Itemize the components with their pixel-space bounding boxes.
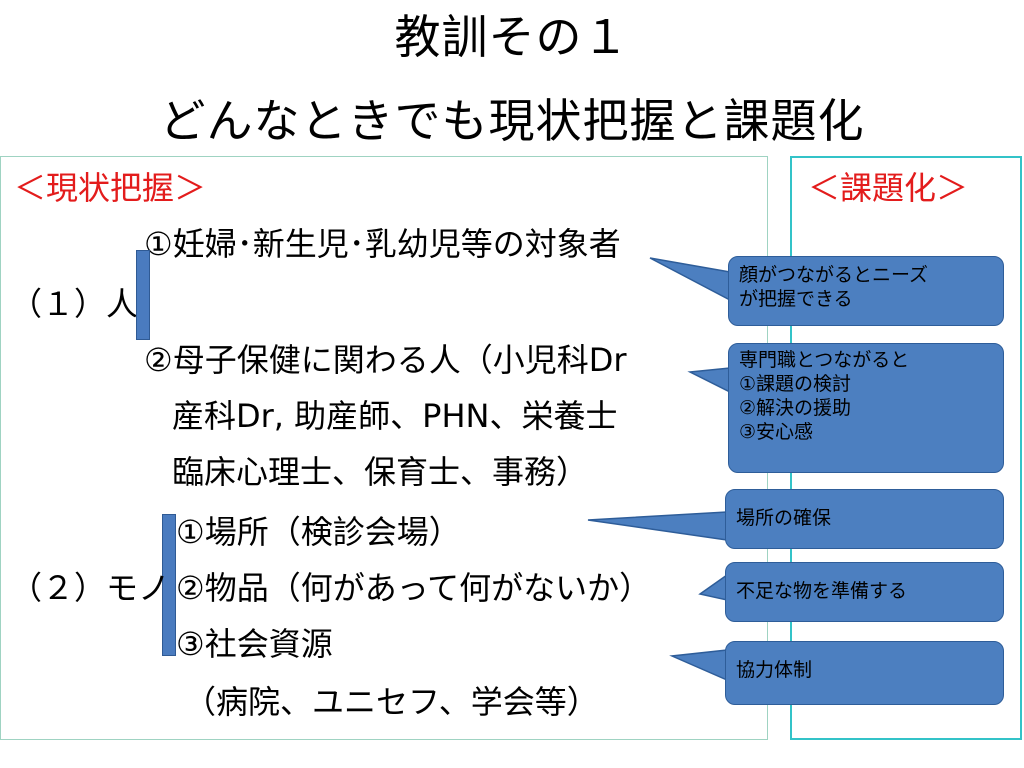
callout-goods: 不足な物を準備する <box>725 562 1004 622</box>
callout-tail-2 <box>687 367 731 394</box>
person-item-staff-line3: 臨床心理士、保育士、事務） <box>172 453 589 491</box>
person-item-staff-line2: 産科Dr, 助産師、PHN、栄養士 <box>172 397 618 435</box>
callout-professionals-line3: ②解決の援助 <box>739 397 852 419</box>
callout-tail-1 <box>649 257 731 302</box>
callout-tail-5 <box>669 649 728 682</box>
callout-professionals-line4: ③安心感 <box>739 421 814 443</box>
callout-place: 場所の確保 <box>725 489 1004 549</box>
things-label: （２）モノ <box>10 569 171 607</box>
callout-professionals-line1: 専門職とつながると <box>739 349 910 371</box>
issues-heading: ＜課題化＞ <box>808 169 969 207</box>
person-label: （１）人 <box>10 285 139 323</box>
person-item-staff-line1: ②母子保健に関わる人（小児科Dr <box>144 341 627 379</box>
callout-needs-line1: 顔がつながるとニーズ <box>739 264 929 286</box>
callout-cooperation-text: 協力体制 <box>736 659 813 681</box>
callout-goods-text: 不足な物を準備する <box>736 580 908 602</box>
things-item-resources: ③社会資源 <box>176 625 333 663</box>
slide-title-line2: どんなときでも現状把握と課題化 <box>159 94 865 148</box>
current-status-heading: ＜現状把握＞ <box>14 169 207 207</box>
things-item-place: ①場所（検診会場） <box>176 513 461 551</box>
callout-cooperation: 協力体制 <box>725 641 1004 705</box>
slide-title-line1: 教訓その１ <box>394 10 630 64</box>
callout-professionals: 専門職とつながると ①課題の検討 ②解決の援助 ③安心感 <box>728 343 1004 473</box>
callout-tail-3 <box>587 511 728 541</box>
callout-place-text: 場所の確保 <box>736 507 832 529</box>
callout-tail-4 <box>698 573 728 601</box>
person-item-target: ①妊婦･新生児･乳幼児等の対象者 <box>144 225 621 263</box>
things-item-resources-note: （病院、ユニセフ、学会等） <box>184 683 599 721</box>
callout-professionals-line2: ①課題の検討 <box>739 373 852 395</box>
things-item-goods: ②物品（何があって何がないか） <box>176 569 652 607</box>
callout-needs-line2: が把握できる <box>739 288 853 310</box>
callout-needs: 顔がつながるとニーズ が把握できる <box>728 256 1004 326</box>
things-bracket <box>162 514 176 656</box>
person-bracket <box>136 250 150 340</box>
